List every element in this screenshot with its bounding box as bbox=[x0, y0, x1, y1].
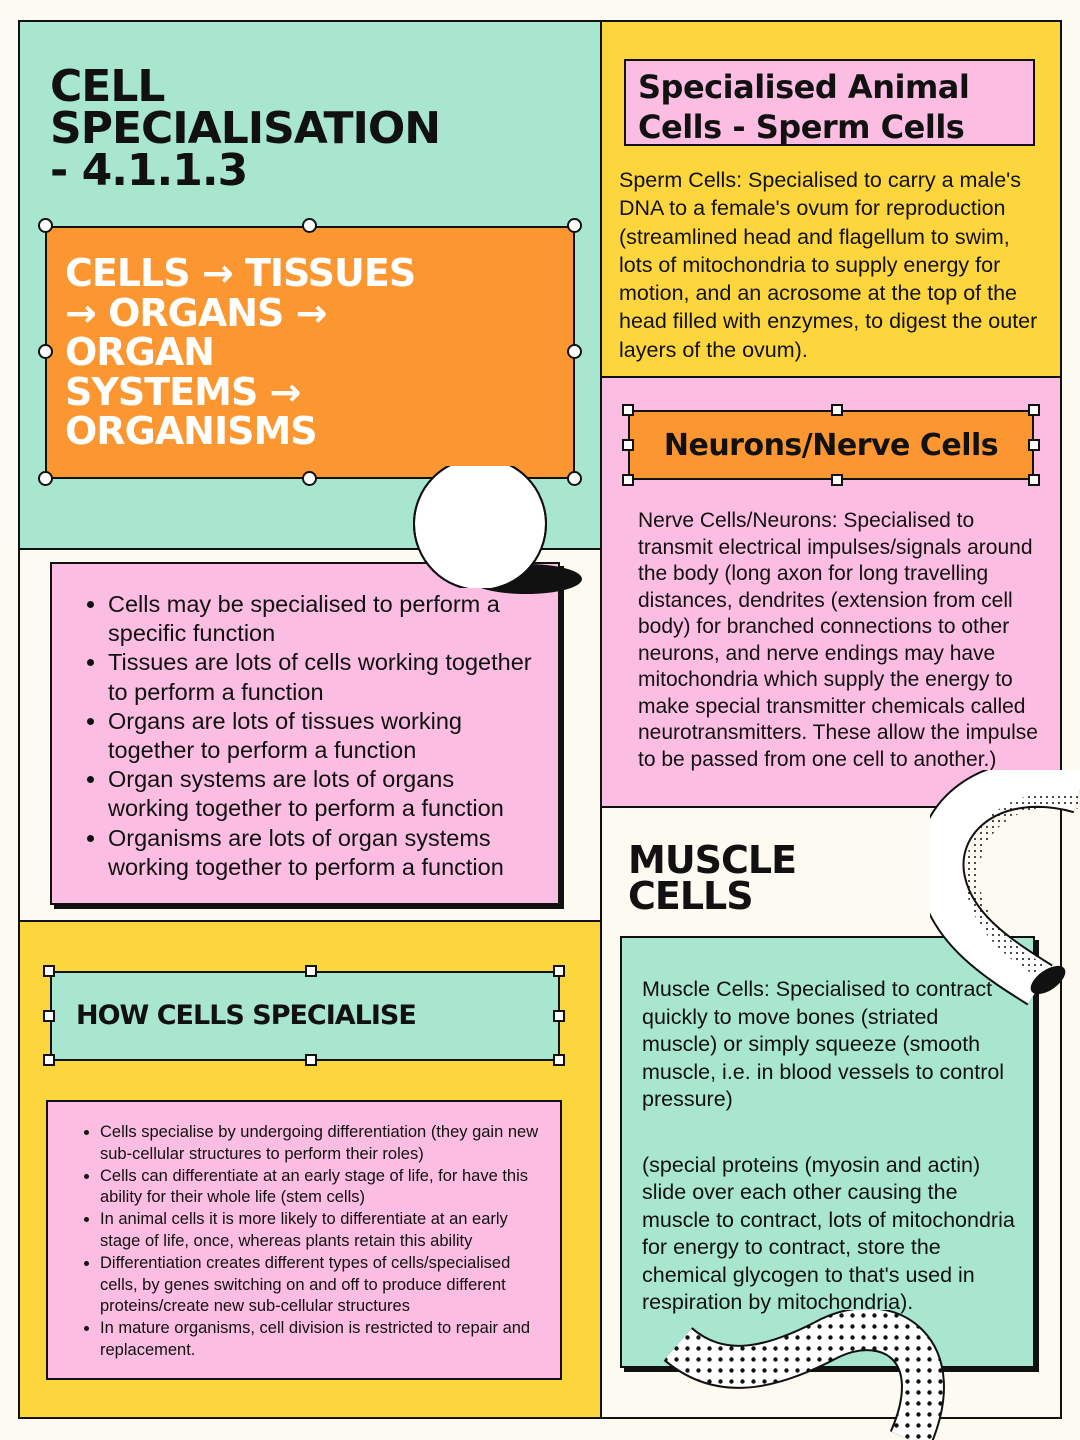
selection-handle[interactable] bbox=[305, 965, 317, 977]
selection-handle[interactable] bbox=[622, 404, 634, 416]
how-cells-heading: HOW CELLS SPECIALISE bbox=[76, 1000, 417, 1032]
how-cells-item: Differentiation creates different types … bbox=[100, 1253, 542, 1318]
selection-handle[interactable] bbox=[553, 1010, 565, 1022]
sperm-heading-line-1: Specialised Animal bbox=[638, 68, 970, 106]
definition-item: Cells may be specialised to perform a sp… bbox=[108, 590, 534, 648]
sperm-heading-line-2: Cells - Sperm Cells bbox=[638, 108, 965, 146]
definition-item: Organisms are lots of organ systems work… bbox=[108, 824, 534, 882]
selection-handle[interactable] bbox=[302, 471, 317, 486]
title-line-2: SPECIALISATION bbox=[50, 102, 441, 154]
definitions-list: Cells may be specialised to perform a sp… bbox=[86, 590, 534, 882]
how-cells-item: Cells can differentiate at an early stag… bbox=[100, 1166, 542, 1210]
sperm-heading-box: Specialised Animal Cells - Sperm Cells bbox=[624, 59, 1035, 146]
hierarchy-line-1: CELLS → TISSUES bbox=[65, 251, 416, 295]
how-cells-list: Cells specialise by undergoing different… bbox=[80, 1122, 542, 1362]
selection-handle[interactable] bbox=[38, 218, 53, 233]
title-line-1: CELL bbox=[50, 61, 165, 112]
selection-handle[interactable] bbox=[1028, 404, 1040, 416]
neurons-heading-box: Neurons/Nerve Cells bbox=[628, 410, 1034, 480]
selection-handle[interactable] bbox=[43, 965, 55, 977]
how-cells-item: In mature organisms, cell division is re… bbox=[100, 1318, 542, 1362]
selection-handle[interactable] bbox=[43, 1054, 55, 1066]
definition-item: Organs are lots of tissues working toget… bbox=[108, 707, 534, 765]
muscle-heading-line-2: CELLS bbox=[628, 874, 754, 919]
selection-handle[interactable] bbox=[622, 439, 634, 451]
muscle-text-1: Muscle Cells: Specialised to contract qu… bbox=[642, 977, 1005, 1111]
selection-handle[interactable] bbox=[622, 474, 634, 486]
squiggle-icon bbox=[663, 1310, 945, 1440]
selection-handle[interactable] bbox=[567, 344, 582, 359]
selection-handle[interactable] bbox=[302, 218, 317, 233]
definition-item: Tissues are lots of cells working togeth… bbox=[108, 648, 534, 706]
selection-handle[interactable] bbox=[38, 344, 53, 359]
definition-item: Organ systems are lots of organs working… bbox=[108, 765, 534, 823]
selection-handle[interactable] bbox=[305, 1054, 317, 1066]
how-cells-box: Cells specialise by undergoing different… bbox=[46, 1100, 562, 1380]
muscle-box: Muscle Cells: Specialised to contract qu… bbox=[620, 936, 1035, 1368]
hierarchy-line-5: ORGANISMS bbox=[65, 409, 318, 454]
how-cells-item: Cells specialise by undergoing different… bbox=[100, 1122, 542, 1166]
selection-handle[interactable] bbox=[1028, 474, 1040, 486]
definitions-box: Cells may be specialised to perform a sp… bbox=[50, 562, 560, 905]
selection-handle[interactable] bbox=[567, 471, 582, 486]
neurons-heading: Neurons/Nerve Cells bbox=[663, 427, 999, 463]
tube-arch-icon bbox=[930, 770, 1080, 1006]
how-cells-heading-box: HOW CELLS SPECIALISE bbox=[50, 971, 560, 1061]
page-title: CELL SPECIALISATION - 4.1.1.3 bbox=[50, 61, 595, 196]
neurons-text: Nerve Cells/Neurons: Specialised to tran… bbox=[638, 509, 1038, 771]
selection-handle[interactable] bbox=[43, 1010, 55, 1022]
hierarchy-line-2: → ORGANS → bbox=[65, 290, 327, 335]
title-line-3: - 4.1.1.3 bbox=[50, 144, 248, 196]
selection-handle[interactable] bbox=[831, 404, 843, 416]
sperm-text: Sperm Cells: Specialised to carry a male… bbox=[619, 168, 1038, 362]
muscle-heading: MUSCLE CELLS bbox=[628, 838, 797, 919]
selection-handle[interactable] bbox=[567, 218, 582, 233]
muscle-heading-line-1: MUSCLE bbox=[628, 838, 797, 882]
selection-handle[interactable] bbox=[38, 471, 53, 486]
hierarchy-line-4: SYSTEMS → bbox=[65, 369, 301, 414]
selection-handle[interactable] bbox=[553, 965, 565, 977]
selection-handle[interactable] bbox=[1028, 439, 1040, 451]
hierarchy-box: CELLS → TISSUES → ORGANS → ORGAN SYSTEMS… bbox=[45, 226, 575, 479]
how-cells-item: In animal cells it is more likely to dif… bbox=[100, 1209, 542, 1253]
muscle-text-2: (special proteins (myosin and actin) sli… bbox=[642, 1152, 1015, 1315]
hierarchy-line-3: ORGAN bbox=[65, 330, 215, 375]
sphere-icon bbox=[413, 466, 547, 588]
selection-handle[interactable] bbox=[553, 1054, 565, 1066]
selection-handle[interactable] bbox=[831, 474, 843, 486]
